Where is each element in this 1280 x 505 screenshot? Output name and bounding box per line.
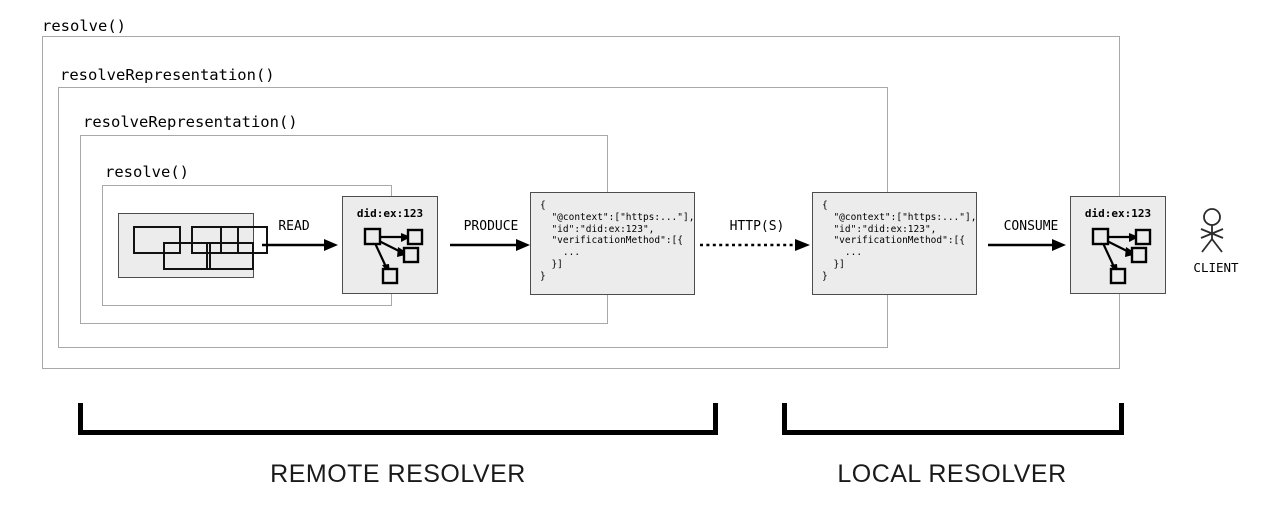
bracket-remote-resolver xyxy=(78,403,718,435)
arrow-produce xyxy=(450,239,530,251)
scope-label-resolve-representation-inner: resolveRepresentation() xyxy=(83,113,298,131)
did-document-box-local: did:ex:123 xyxy=(1070,196,1166,294)
bracket-label-local-resolver: LOCAL RESOLVER xyxy=(837,460,1067,488)
arrow-read xyxy=(262,239,338,251)
did-document-json-box-remote: { "@context":["https:..."], "id":"did:ex… xyxy=(530,192,695,295)
chain-icon xyxy=(119,214,268,279)
arrow-label-https: HTTP(S) xyxy=(729,219,785,234)
client-label: CLIENT xyxy=(1193,260,1239,275)
verifiable-data-registry-box xyxy=(118,213,268,279)
did-graph-icon xyxy=(1091,227,1152,285)
scope-label-resolve-representation-outer: resolveRepresentation() xyxy=(60,66,275,84)
arrow-https xyxy=(700,239,810,251)
scope-label-resolve-inner: resolve() xyxy=(105,163,189,181)
arrow-label-read: READ xyxy=(278,219,310,234)
arrow-consume xyxy=(988,239,1066,251)
bracket-label-remote-resolver: REMOTE RESOLVER xyxy=(270,460,526,488)
did-identifier-remote: did:ex:123 xyxy=(356,207,424,220)
scope-label-resolve-outer: resolve() xyxy=(42,17,126,35)
arrow-label-produce: PRODUCE xyxy=(463,219,519,234)
did-document-json-local: { "@context":["https:..."], "id":"did:ex… xyxy=(822,200,977,282)
arrow-label-consume: CONSUME xyxy=(1003,219,1059,234)
did-identifier-local: did:ex:123 xyxy=(1084,207,1152,220)
did-graph-icon xyxy=(363,227,424,285)
did-document-json-remote: { "@context":["https:..."], "id":"did:ex… xyxy=(540,200,695,282)
bracket-local-resolver xyxy=(782,403,1124,435)
did-document-box-remote: did:ex:123 xyxy=(342,196,438,294)
did-document-json-box-local: { "@context":["https:..."], "id":"did:ex… xyxy=(812,192,977,295)
client-icon xyxy=(1200,208,1224,253)
